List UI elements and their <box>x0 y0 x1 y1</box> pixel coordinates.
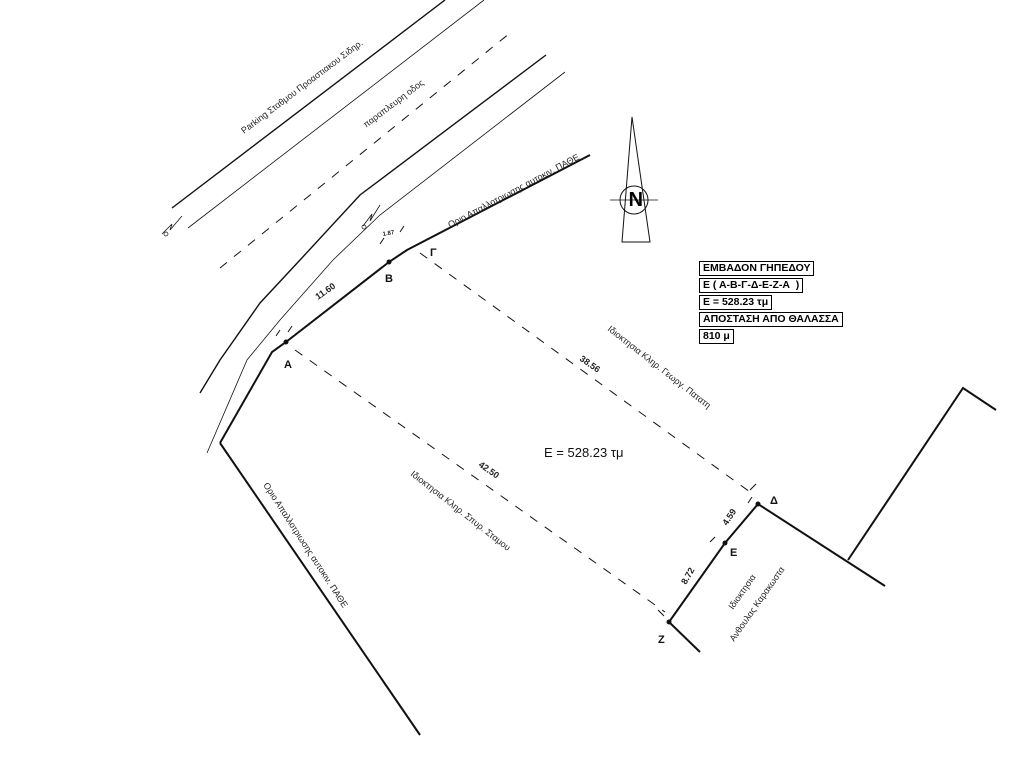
boundary-left-label: Οριο Απαλλοτριωσης αυτοκιν. ΠΑΘΕ <box>261 481 350 610</box>
point-label-e: Ε <box>730 547 737 559</box>
road-centerline <box>219 32 511 269</box>
dimension-gd: 38.56 <box>578 353 602 374</box>
area-legend-table: ΕΜΒΑΔΟΝ ΓΗΠΕΔΟΥ Ε ( Α-Β-Γ-Δ-Ε-Ζ-Α ) Ε = … <box>699 259 843 344</box>
legend-distance-value: 810 μ <box>699 329 734 344</box>
break-symbol <box>362 204 381 227</box>
vertex-b <box>386 259 392 265</box>
neighbor-boundary <box>847 386 997 561</box>
point-label-g: Γ <box>430 247 437 259</box>
point-label-b: Β <box>385 273 393 285</box>
dimension-az: 42.50 <box>477 459 501 480</box>
dashed-boundary-gd <box>419 252 751 493</box>
vertex-d <box>755 501 761 507</box>
dimension-ez: 8.72 <box>679 566 696 586</box>
break-symbol-end <box>361 224 367 230</box>
legend-title: ΕΜΒΑΔΟΝ ΓΗΠΕΔΟΥ <box>699 261 815 276</box>
parking-edge-line <box>171 0 446 209</box>
parking-label: Parking Σταθμου Προαστιακου Σιδηρ. <box>239 38 364 136</box>
legend-vertices: Ε ( Α-Β-Γ-Δ-Ε-Ζ-Α ) <box>699 278 804 293</box>
owner-stamou-label: Ιδιοκτησια Κληρ. Σπυρ. Σταμου <box>409 469 513 553</box>
area-label: Ε = 528.23 τμ <box>544 445 624 460</box>
north-symbol-icon: N <box>629 187 643 209</box>
point-label-a: Α <box>284 359 292 371</box>
legend-distance-title: ΑΠΟΣΤΑΣΗ ΑΠΟ ΘΑΛΑΣΣΑ <box>699 312 843 327</box>
break-symbol <box>161 215 183 235</box>
dashed-boundary-az <box>294 349 666 613</box>
boundary-top-label: Οριο Απαλλοτριωσης αυτοκιν. ΠΑΘΕ <box>446 152 581 230</box>
vertex-a <box>283 339 289 345</box>
vertex-z <box>666 619 672 625</box>
highway-edge-line <box>199 54 547 394</box>
dimension-ticks <box>275 225 757 619</box>
break-symbol-end <box>163 231 169 237</box>
side-road-label: παραπλευρη οδος <box>361 77 426 129</box>
highway-inner-line <box>206 71 566 454</box>
legend-area: Ε = 528.23 τμ <box>699 295 773 310</box>
dimension-bg: 1.87 <box>382 230 395 238</box>
road-edge-line <box>187 0 485 229</box>
owner-patati-label: Ιδιοκτησια Κληρ. Γεωργ. Πατατη <box>606 324 713 411</box>
dimension-ab: 11.60 <box>313 281 337 302</box>
dimension-de: 4.59 <box>720 507 738 527</box>
plot-boundary-left <box>219 442 421 736</box>
point-label-z: Ζ <box>658 634 665 646</box>
plot-boundary-top <box>219 154 591 444</box>
point-label-d: Δ <box>770 495 778 507</box>
north-arrow-icon <box>621 116 651 243</box>
vertex-e <box>722 540 728 546</box>
